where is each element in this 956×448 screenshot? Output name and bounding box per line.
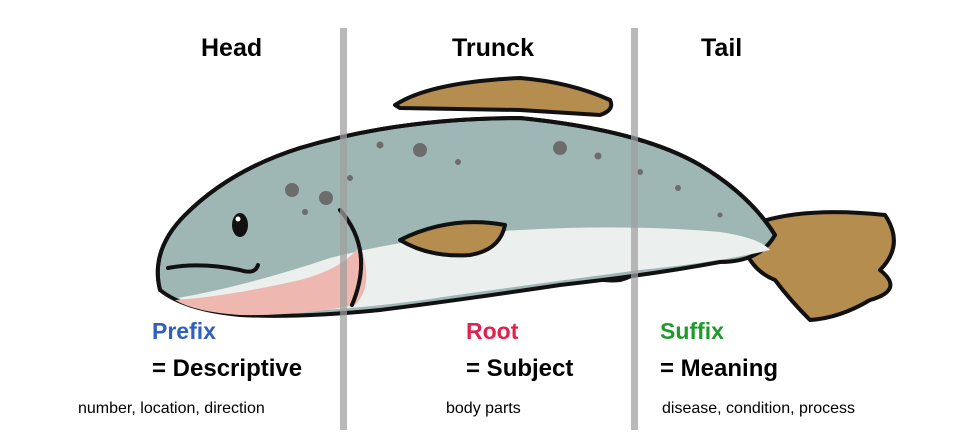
prefix-examples: number, location, direction xyxy=(78,400,265,417)
root-meaning: = Subject xyxy=(466,355,574,382)
suffix-meaning: = Meaning xyxy=(660,355,779,382)
dorsal-fin xyxy=(393,76,614,117)
gill-blush xyxy=(175,245,367,316)
divider-trunk-tail xyxy=(631,28,638,430)
tail-fin xyxy=(738,210,896,322)
fish-mouth xyxy=(166,263,260,274)
divider-head-trunk xyxy=(340,28,347,430)
section-title-trunk: Trunck xyxy=(452,34,534,62)
fish-eye xyxy=(232,213,248,237)
pectoral-fin xyxy=(398,220,507,258)
section-title-head: Head xyxy=(201,34,263,62)
root-term: Root xyxy=(466,318,519,344)
prefix-meaning: = Descriptive xyxy=(152,355,303,382)
suffix-term: Suffix xyxy=(660,318,724,344)
root-examples: body parts xyxy=(446,400,521,417)
fish-spots xyxy=(285,141,723,218)
suffix-examples: disease, condition, process xyxy=(662,400,855,417)
section-title-tail: Tail xyxy=(701,34,743,62)
prefix-term: Prefix xyxy=(152,318,216,344)
